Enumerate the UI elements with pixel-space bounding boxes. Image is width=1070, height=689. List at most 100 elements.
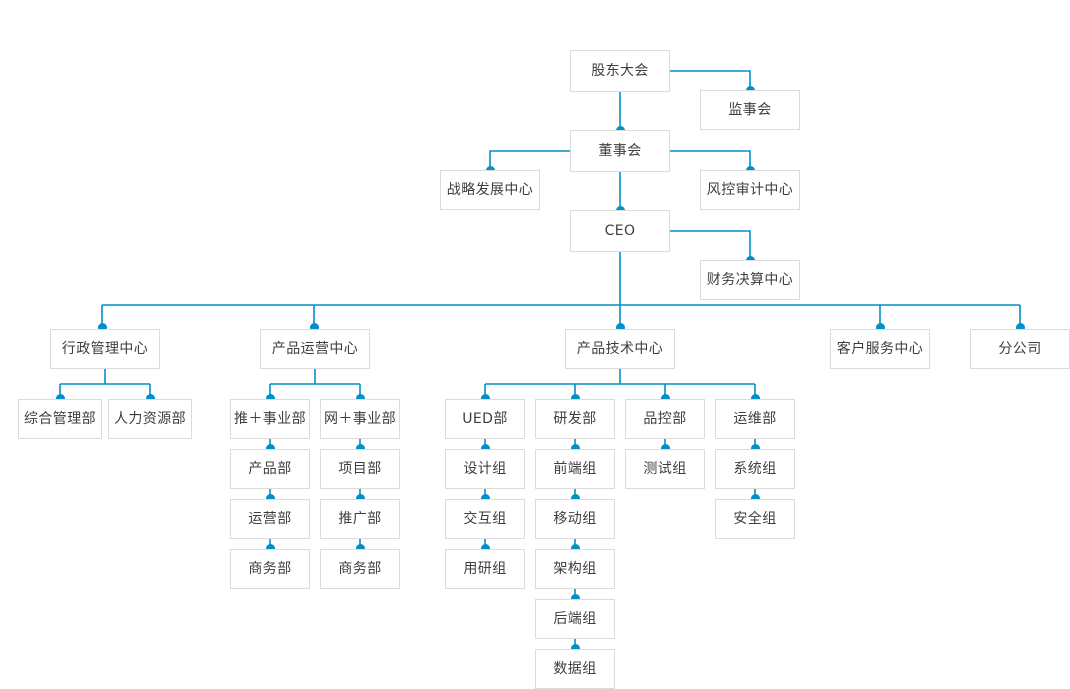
node-label-supervisory: 监事会: [728, 102, 772, 118]
node-label-promo-dept: 推广部: [338, 511, 382, 527]
dot-product-ops: [309, 322, 319, 332]
node-label-ued: UED部: [462, 411, 508, 427]
node-security-group[interactable]: 安全组: [715, 499, 795, 539]
node-research-group[interactable]: 用研组: [445, 549, 525, 589]
dot-qa: [660, 393, 670, 403]
node-general-admin[interactable]: 综合管理部: [18, 399, 102, 439]
node-board[interactable]: 董事会: [570, 130, 670, 172]
node-label-product-tech: 产品技术中心: [576, 341, 664, 357]
dot-product-dept: [265, 443, 275, 453]
node-label-biz-dept-2: 商务部: [338, 561, 382, 577]
dot-ops-dept: [265, 493, 275, 503]
node-label-arch-group: 架构组: [553, 561, 597, 577]
node-product-dept[interactable]: 产品部: [230, 449, 310, 489]
dot-security-group: [750, 493, 760, 503]
node-label-security-group: 安全组: [733, 511, 777, 527]
node-shareholders[interactable]: 股东大会: [570, 50, 670, 92]
node-label-product-dept: 产品部: [248, 461, 292, 477]
dot-research-group: [480, 543, 490, 553]
dot-biz-dept-1: [265, 543, 275, 553]
node-label-risk-audit-center: 风控审计中心: [706, 182, 794, 198]
dot-frontend-group: [570, 443, 580, 453]
dot-mobile-group: [570, 493, 580, 503]
node-interaction-group[interactable]: 交互组: [445, 499, 525, 539]
node-label-product-ops: 产品运营中心: [271, 341, 359, 357]
node-project-dept[interactable]: 项目部: [320, 449, 400, 489]
node-tui-biz[interactable]: 推＋事业部: [230, 399, 310, 439]
dot-branch: [1015, 322, 1025, 332]
node-ops-dept[interactable]: 运营部: [230, 499, 310, 539]
node-label-finance-center: 财务决算中心: [706, 272, 794, 288]
node-strategy-center[interactable]: 战略发展中心: [440, 170, 540, 210]
node-ceo[interactable]: CEO: [570, 210, 670, 252]
node-label-interaction-group: 交互组: [463, 511, 507, 527]
node-label-rnd: 研发部: [553, 411, 597, 427]
dot-interaction-group: [480, 493, 490, 503]
node-biz-dept-2[interactable]: 商务部: [320, 549, 400, 589]
dot-biz-dept-2: [355, 543, 365, 553]
node-design-group[interactable]: 设计组: [445, 449, 525, 489]
dot-design-group: [480, 443, 490, 453]
dot-system-group: [750, 443, 760, 453]
node-label-system-group: 系统组: [733, 461, 777, 477]
node-label-design-group: 设计组: [463, 461, 507, 477]
node-ued[interactable]: UED部: [445, 399, 525, 439]
node-label-devops: 运维部: [733, 411, 777, 427]
dot-arch-group: [570, 543, 580, 553]
dot-product-tech: [615, 322, 625, 332]
node-label-hr: 人力资源部: [114, 411, 186, 427]
node-admin-center[interactable]: 行政管理中心: [50, 329, 160, 369]
dot-tui-biz: [265, 393, 275, 403]
dot-data-group: [570, 643, 580, 653]
dot-customer-service: [875, 322, 885, 332]
node-label-biz-dept-1: 商务部: [248, 561, 292, 577]
node-customer-service[interactable]: 客户服务中心: [830, 329, 930, 369]
dot-general-admin: [55, 393, 65, 403]
node-label-ops-dept: 运营部: [248, 511, 292, 527]
node-product-ops[interactable]: 产品运营中心: [260, 329, 370, 369]
node-test-group[interactable]: 测试组: [625, 449, 705, 489]
dot-promo-dept: [355, 493, 365, 503]
node-label-general-admin: 综合管理部: [24, 411, 96, 427]
node-risk-audit-center[interactable]: 风控审计中心: [700, 170, 800, 210]
node-label-qa: 品控部: [643, 411, 687, 427]
node-label-ceo: CEO: [604, 223, 636, 239]
node-label-net-biz: 网＋事业部: [324, 411, 396, 427]
dot-net-biz: [355, 393, 365, 403]
node-system-group[interactable]: 系统组: [715, 449, 795, 489]
node-label-project-dept: 项目部: [338, 461, 382, 477]
node-biz-dept-1[interactable]: 商务部: [230, 549, 310, 589]
node-frontend-group[interactable]: 前端组: [535, 449, 615, 489]
dot-test-group: [660, 443, 670, 453]
node-label-test-group: 测试组: [643, 461, 687, 477]
node-net-biz[interactable]: 网＋事业部: [320, 399, 400, 439]
dot-hr: [145, 393, 155, 403]
dot-devops: [750, 393, 760, 403]
node-arch-group[interactable]: 架构组: [535, 549, 615, 589]
node-backend-group[interactable]: 后端组: [535, 599, 615, 639]
dot-project-dept: [355, 443, 365, 453]
node-label-research-group: 用研组: [463, 561, 507, 577]
dot-rnd: [570, 393, 580, 403]
node-mobile-group[interactable]: 移动组: [535, 499, 615, 539]
node-product-tech[interactable]: 产品技术中心: [565, 329, 675, 369]
node-label-customer-service: 客户服务中心: [836, 341, 924, 357]
node-promo-dept[interactable]: 推广部: [320, 499, 400, 539]
node-devops[interactable]: 运维部: [715, 399, 795, 439]
node-label-backend-group: 后端组: [553, 611, 597, 627]
node-finance-center[interactable]: 财务决算中心: [700, 260, 800, 300]
node-supervisory[interactable]: 监事会: [700, 90, 800, 130]
node-rnd[interactable]: 研发部: [535, 399, 615, 439]
node-label-branch: 分公司: [998, 341, 1042, 357]
node-label-data-group: 数据组: [553, 661, 597, 677]
node-branch[interactable]: 分公司: [970, 329, 1070, 369]
node-hr[interactable]: 人力资源部: [108, 399, 192, 439]
dot-ued: [480, 393, 490, 403]
node-qa[interactable]: 品控部: [625, 399, 705, 439]
node-label-tui-biz: 推＋事业部: [234, 411, 306, 427]
node-data-group[interactable]: 数据组: [535, 649, 615, 689]
node-label-shareholders: 股东大会: [591, 63, 649, 79]
node-label-mobile-group: 移动组: [553, 511, 597, 527]
